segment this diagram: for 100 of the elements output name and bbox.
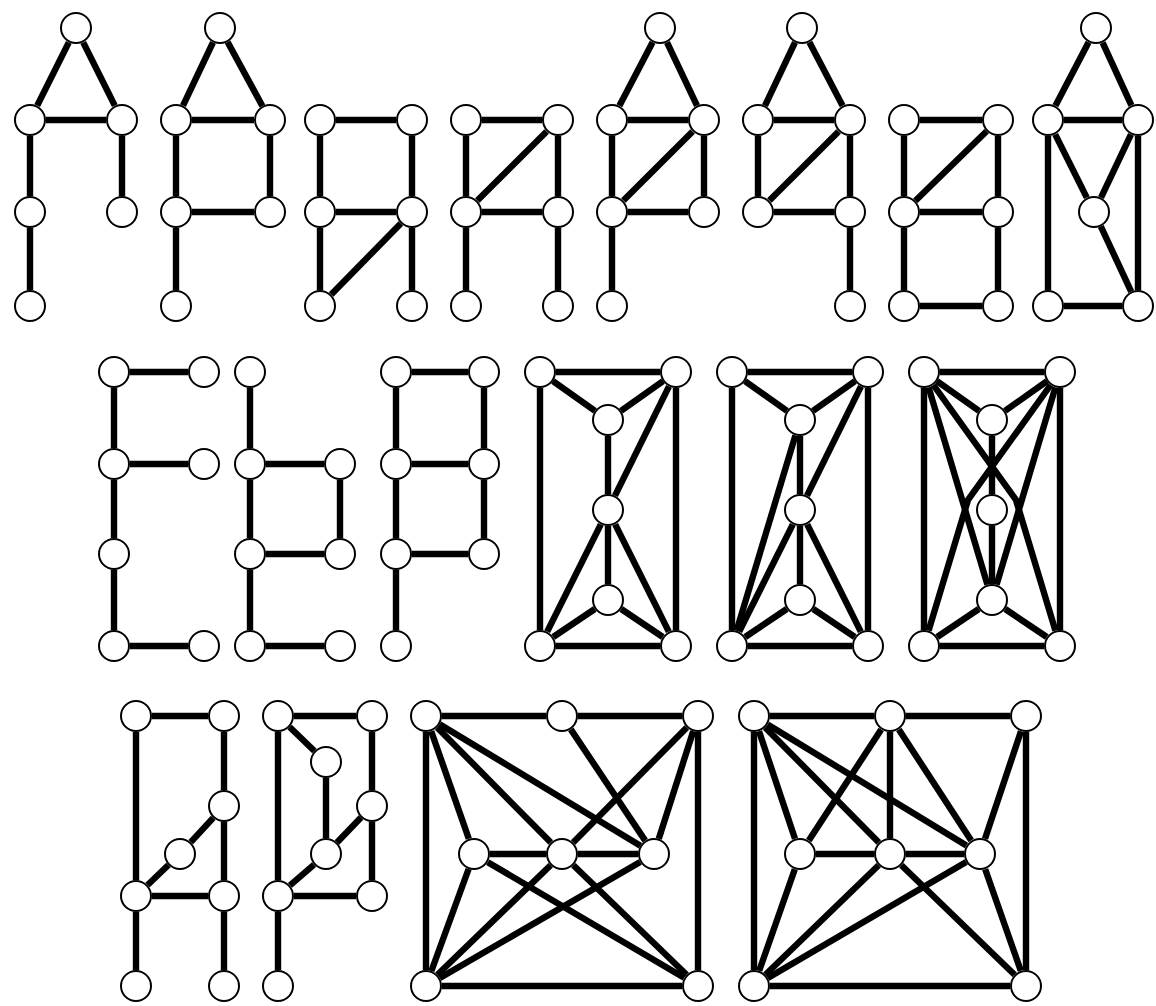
circle-node: [834, 104, 866, 136]
edge-line: [604, 436, 612, 494]
circle-node: [542, 290, 574, 322]
circle-node: [14, 104, 46, 136]
edge-line: [816, 850, 874, 858]
edge-line: [568, 727, 648, 843]
edge-line: [246, 570, 254, 630]
edge-line: [993, 386, 1059, 586]
circle-node: [468, 448, 500, 480]
edge-line: [1022, 732, 1030, 970]
edge-line: [655, 730, 697, 840]
edge-line: [266, 136, 274, 196]
edge-line: [612, 384, 672, 498]
edge-line: [224, 40, 266, 108]
edge-line: [130, 642, 188, 650]
edge-line: [1052, 132, 1090, 200]
circle-node: [976, 404, 1008, 436]
circle-node: [396, 104, 428, 136]
circle-node: [852, 630, 884, 662]
edge-line: [1134, 136, 1142, 290]
circle-node: [356, 790, 388, 822]
edge-line: [616, 40, 656, 108]
circle-node: [234, 356, 266, 388]
circle-node: [638, 838, 670, 870]
edge-line: [322, 778, 330, 838]
edge-line: [46, 116, 106, 124]
edge-line: [336, 480, 344, 538]
edge-line: [920, 208, 982, 216]
edge-line: [1052, 40, 1092, 108]
circle-node: [234, 538, 266, 570]
edge-line: [192, 116, 254, 124]
circle-node: [396, 290, 428, 322]
circle-node: [120, 970, 152, 1002]
edge-line: [940, 368, 1044, 376]
circle-node: [160, 104, 192, 136]
edge-line: [896, 727, 974, 843]
edge-line: [551, 378, 597, 414]
circle-node: [1122, 290, 1154, 322]
edge-line: [482, 116, 542, 124]
circle-node: [888, 104, 920, 136]
edge-line: [246, 480, 254, 538]
circle-node: [380, 448, 412, 480]
edge-line: [475, 129, 549, 203]
edge-line: [462, 136, 470, 196]
circle-node: [592, 404, 624, 436]
edge-line: [940, 642, 1044, 650]
edge-line: [246, 388, 254, 448]
circle-node: [596, 196, 628, 228]
circle-node: [356, 880, 388, 912]
circle-node: [888, 196, 920, 228]
edge-line: [763, 862, 881, 978]
edge-line: [316, 136, 324, 196]
edge-line: [982, 868, 1024, 972]
edge-line: [556, 642, 660, 650]
edge-line: [608, 136, 616, 196]
edge-line: [988, 436, 996, 494]
edge-line: [750, 732, 758, 970]
edge-line: [1003, 606, 1049, 640]
circle-node: [98, 448, 130, 480]
circle-node: [262, 970, 294, 1002]
circle-node: [120, 700, 152, 732]
edge-line: [762, 725, 882, 845]
circle-node: [874, 838, 906, 870]
edge-line: [571, 862, 689, 978]
edge-line: [490, 850, 546, 858]
circle-node: [380, 630, 412, 662]
circle-node: [688, 104, 720, 136]
circle-node: [596, 290, 628, 322]
edge-line: [612, 522, 672, 634]
edge-line: [152, 712, 208, 720]
circle-node: [234, 630, 266, 662]
edge-line: [886, 732, 894, 838]
circle-node: [304, 290, 336, 322]
edge-line: [1064, 116, 1122, 124]
circle-node: [660, 630, 692, 662]
edge-line: [554, 228, 562, 290]
circle-node: [450, 290, 482, 322]
circle-node: [106, 196, 138, 228]
circle-node: [304, 196, 336, 228]
edge-line: [770, 712, 874, 720]
circle-node: [468, 538, 500, 570]
circle-node: [982, 290, 1014, 322]
edge-line: [774, 116, 834, 124]
circle-node: [304, 104, 336, 136]
circle-node: [976, 584, 1008, 616]
edge-line: [408, 136, 416, 196]
edge-line: [80, 40, 118, 108]
edge-line: [988, 526, 996, 584]
edge-line: [266, 642, 324, 650]
edge-line: [743, 606, 789, 640]
circle-node: [596, 104, 628, 136]
circle-node: [188, 356, 220, 388]
edge-line: [755, 730, 799, 840]
edge-line: [628, 116, 688, 124]
edge-line: [486, 859, 686, 981]
edge-line: [672, 388, 680, 630]
circle-node: [204, 12, 236, 44]
edge-line: [906, 712, 1010, 720]
circle-node: [716, 356, 748, 388]
edge-line: [1044, 136, 1052, 290]
